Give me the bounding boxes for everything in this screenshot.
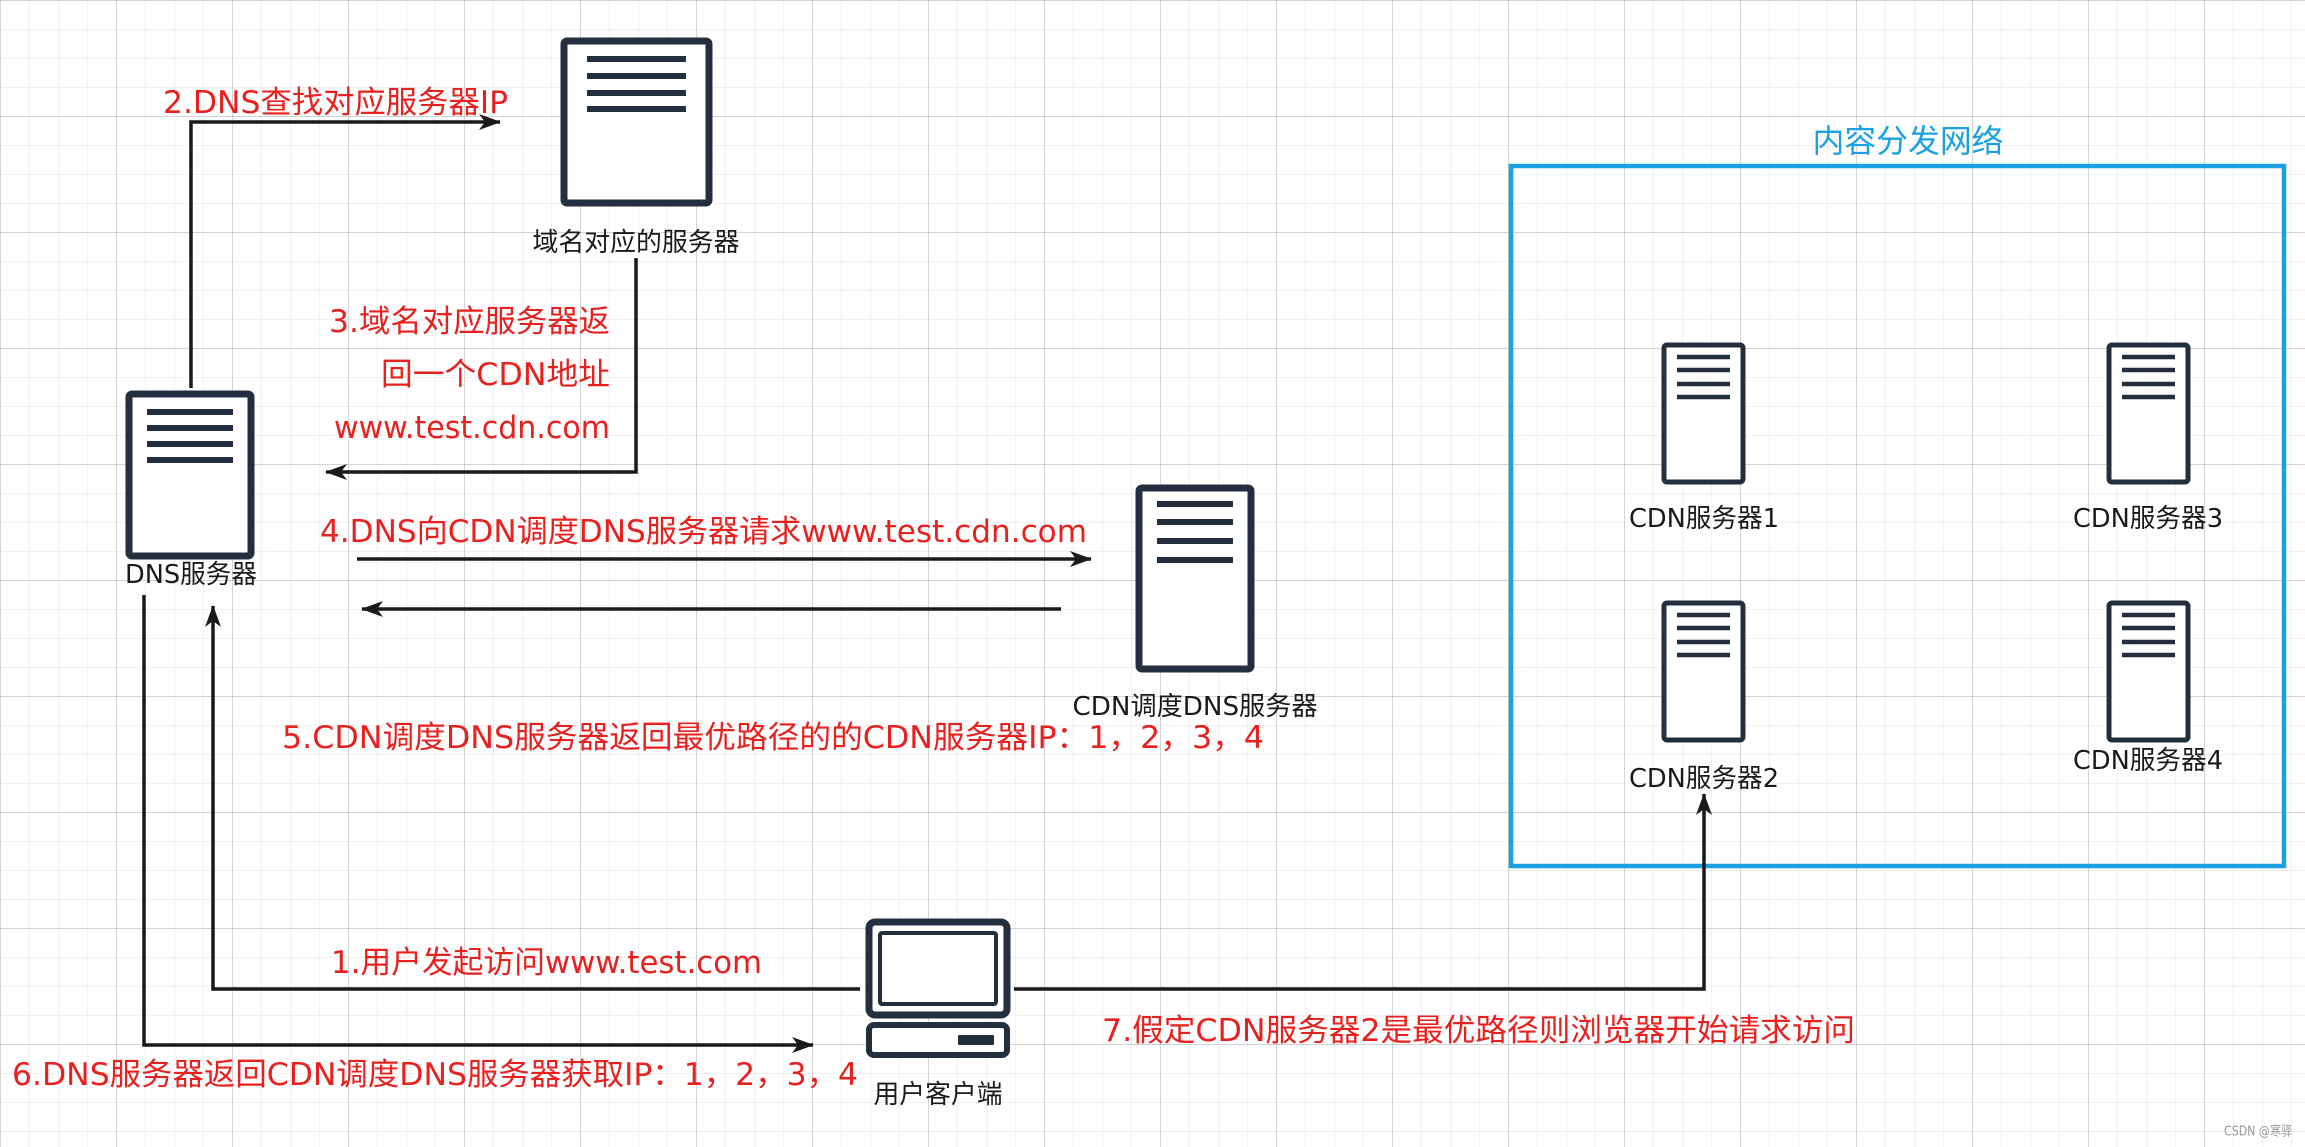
dns-server-icon [125, 390, 255, 560]
step-1-label: 1.用户发起访问www.test.com [331, 945, 762, 981]
connector-step-6 [142, 595, 814, 1053]
cdn-server-1-icon [1661, 342, 1746, 485]
cdn-server-4-icon [2106, 600, 2191, 743]
step-4-label: 4.DNS向CDN调度DNS服务器请求www.test.cdn.com [320, 514, 1087, 550]
step-3-label-line-1: 3.域名对应服务器返 [329, 304, 610, 340]
step-7-label: 7.假定CDN服务器2是最优路径则浏览器开始请求访问 [1102, 1013, 1855, 1049]
server-chassis [125, 390, 255, 560]
server-drive-slots [1677, 612, 1730, 658]
connector-step-1 [205, 605, 860, 991]
step-2-label: 2.DNS查找对应服务器IP [163, 85, 508, 121]
computer-base-slot [958, 1035, 994, 1045]
server-drive-slots [1157, 501, 1233, 563]
step-5-label: 5.CDN调度DNS服务器返回最优路径的的CDN服务器IP：1，2，3，4 [282, 720, 1264, 756]
domain-server-label: 域名对应的服务器 [533, 228, 740, 258]
computer-base [866, 1022, 1010, 1058]
server-drive-slots [587, 56, 686, 112]
server-chassis [1661, 342, 1746, 485]
user-client-label: 用户客户端 [874, 1080, 1003, 1110]
server-chassis [560, 37, 713, 207]
dns-server-label: DNS服务器 [125, 560, 257, 590]
watermark-text: CSDN @寒驿 [2224, 1124, 2292, 1140]
server-chassis [2106, 342, 2191, 485]
cdn-dns-server-label: CDN调度DNS服务器 [1073, 692, 1318, 722]
server-drive-slots [1677, 354, 1730, 400]
server-drive-slots [2122, 612, 2175, 658]
step-6-label: 6.DNS服务器返回CDN调度DNS服务器获取IP：1，2，3，4 [12, 1057, 858, 1093]
cdn-server-3-icon [2106, 342, 2191, 485]
cdn-network-label: 内容分发网络 [1813, 122, 2004, 160]
cdn-dns-server-icon [1135, 484, 1255, 673]
server-chassis [1135, 484, 1255, 673]
cdn-server-3-label: CDN服务器3 [2073, 504, 2223, 534]
cdn-server-4-label: CDN服务器4 [2073, 746, 2223, 776]
cdn-server-2-label: CDN服务器2 [1629, 764, 1779, 794]
server-drive-slots [2122, 354, 2175, 400]
monitor-screen [878, 931, 998, 1006]
step-3-label-line-2: 回一个CDN地址 [381, 357, 610, 393]
cdn-server-1-label: CDN服务器1 [1629, 504, 1779, 534]
connector-step-7 [1014, 793, 1712, 991]
cdn-network-container [1508, 163, 2287, 869]
user-client-computer-icon [865, 918, 1011, 1058]
server-drive-slots [147, 409, 233, 463]
server-chassis [1661, 600, 1746, 743]
connector-step-2 [189, 114, 501, 388]
server-chassis [2106, 600, 2191, 743]
step-3-label-line-3: www.test.cdn.com [334, 410, 610, 446]
connector-step-3 [325, 258, 638, 480]
cdn-server-2-icon [1661, 600, 1746, 743]
domain-server-icon [560, 37, 713, 207]
